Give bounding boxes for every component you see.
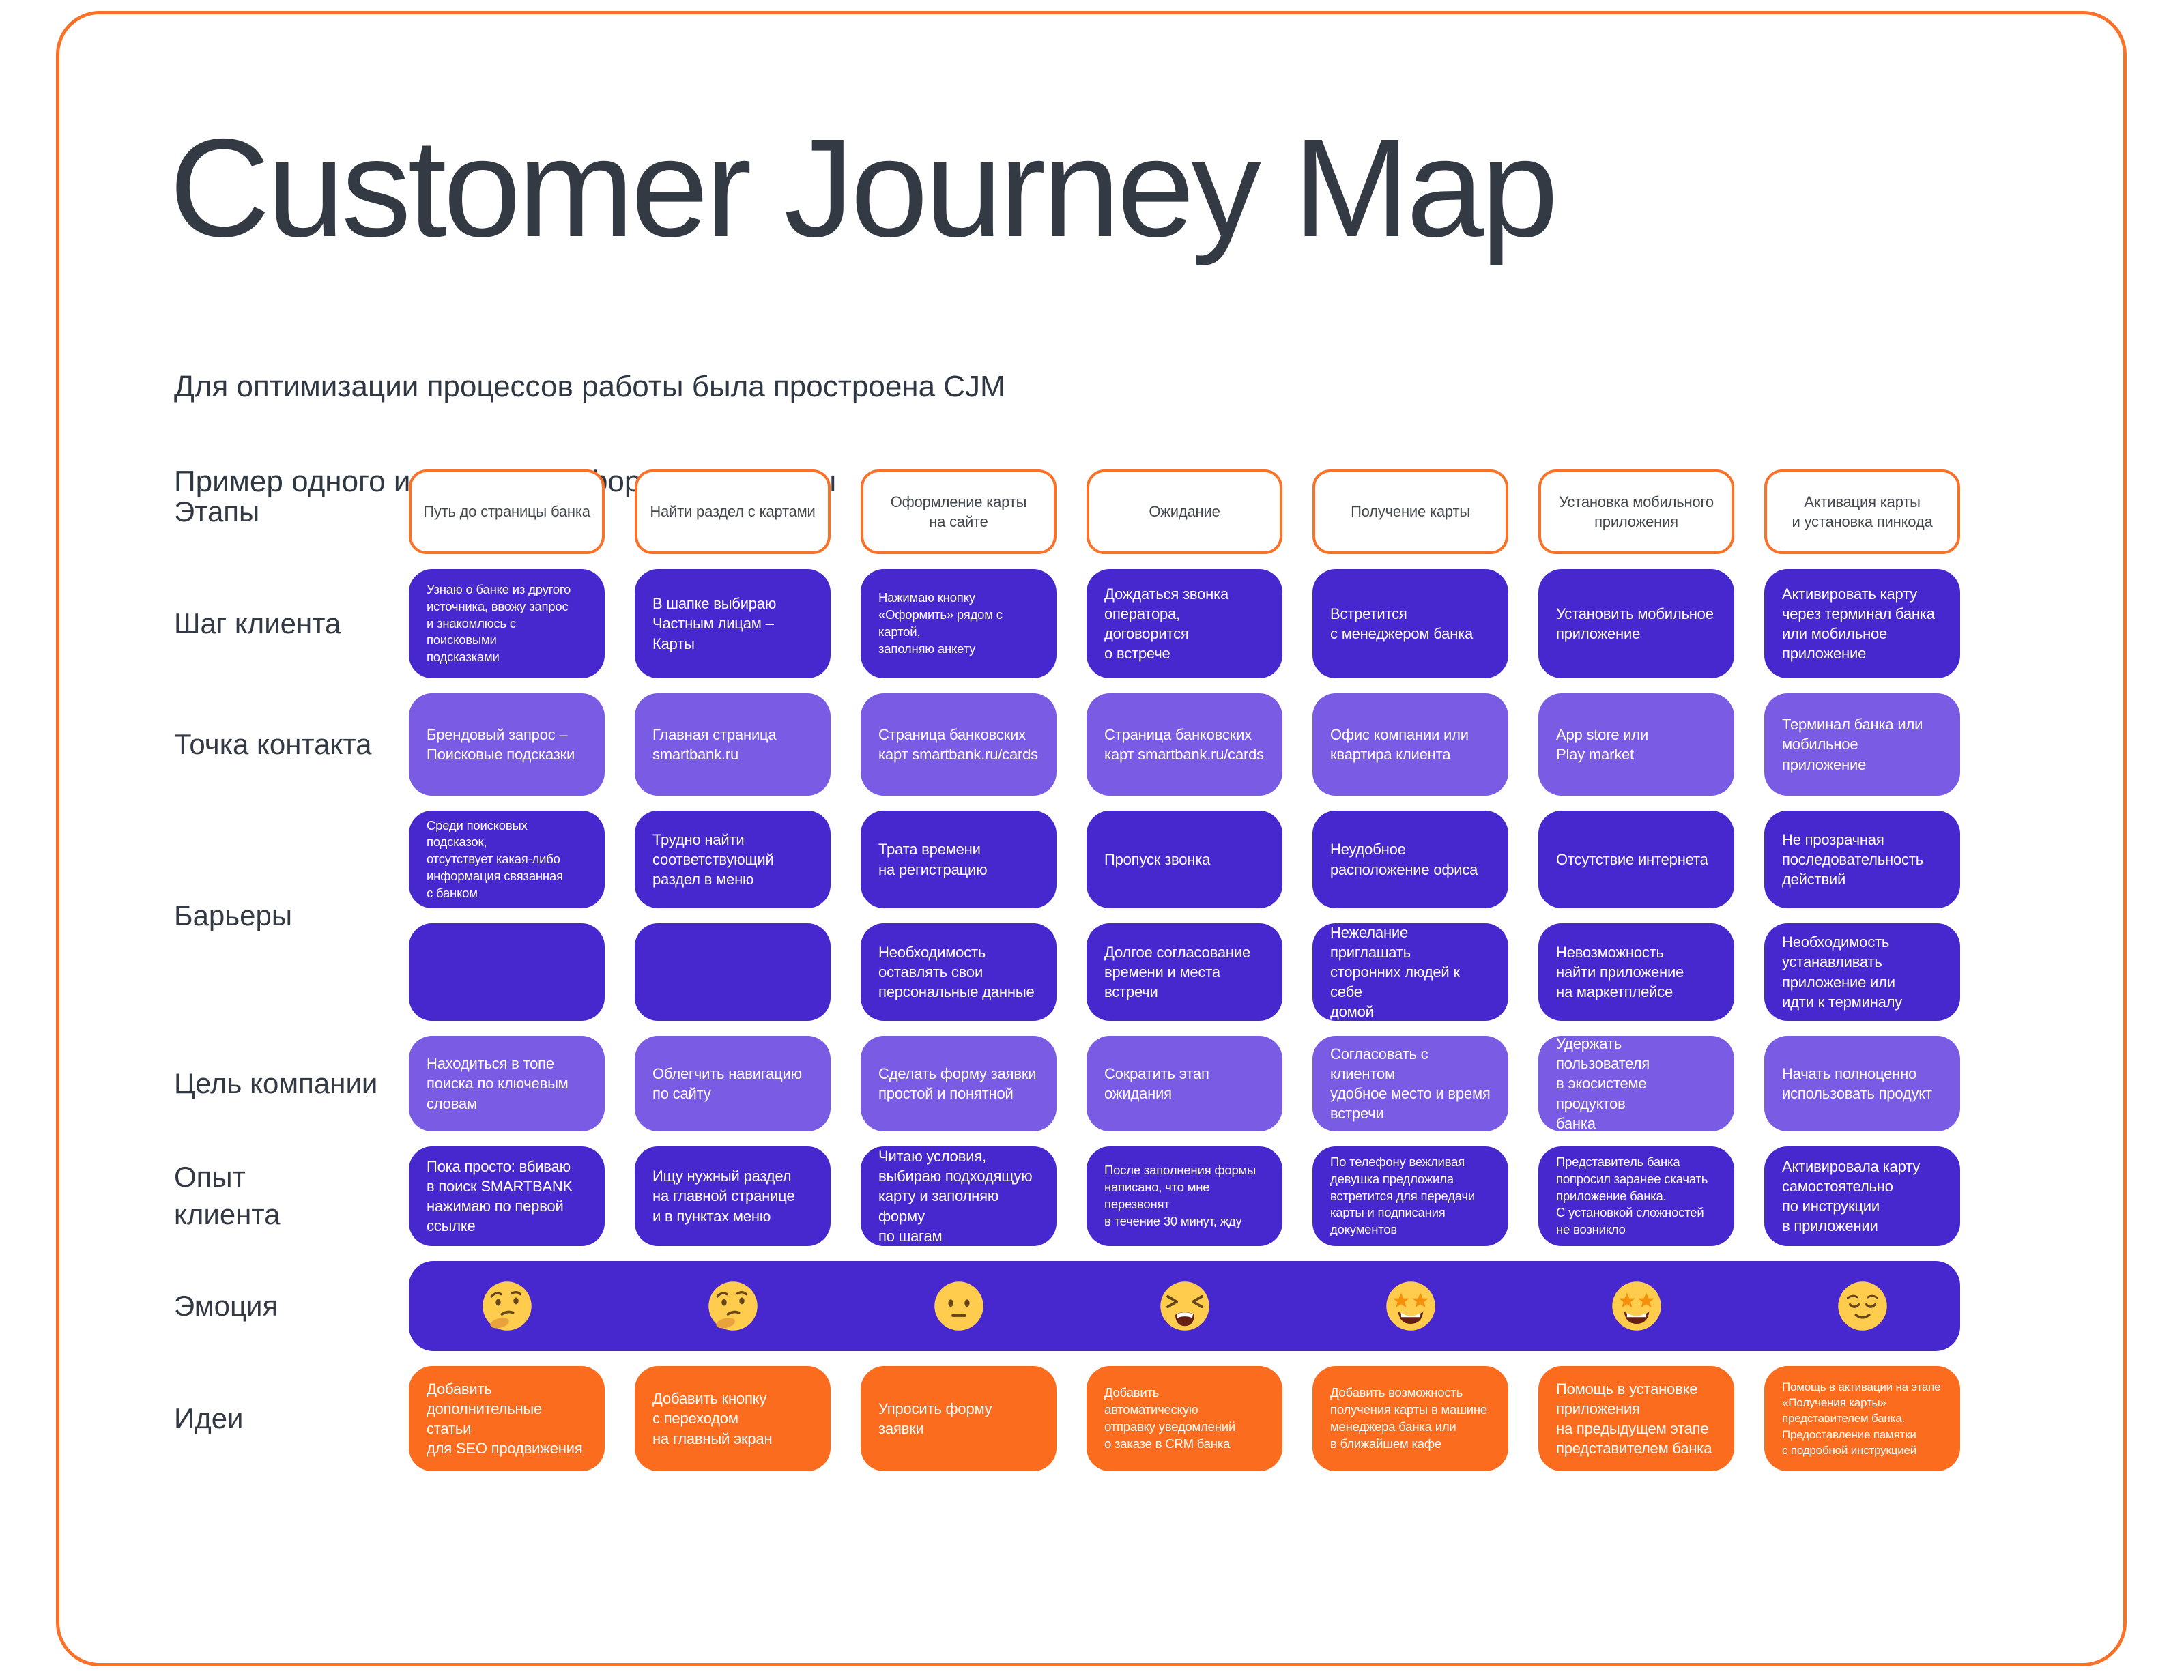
row-label-client-step: Шаг клиента xyxy=(174,607,341,639)
subtitle-line-1: Для оптимизации процессов работы была пр… xyxy=(174,369,1005,403)
idea-6: Помощь в установке приложения на предыду… xyxy=(1538,1366,1734,1471)
client-experience-7: Активировала карту самостоятельно по инс… xyxy=(1764,1146,1960,1246)
company-goal-1: Находиться в топе поиска по ключевым сло… xyxy=(409,1036,605,1131)
client-experience-5: По телефону вежливая девушка предложила … xyxy=(1312,1146,1508,1246)
company-goal-2: Облегчить навигацию по сайту xyxy=(635,1036,831,1131)
barrier-1-5: Неудобное расположение офиса xyxy=(1312,811,1508,908)
client-step-6: Установить мобильное приложение xyxy=(1538,569,1734,678)
stage-header-4: Ожидание xyxy=(1087,469,1282,554)
idea-3: Упросить форму заявки xyxy=(861,1366,1057,1471)
row-label-contact-point: Точка контакта xyxy=(174,727,372,760)
relieved-face-icon xyxy=(1836,1279,1889,1333)
idea-1: Добавить дополнительные статьи для SEO п… xyxy=(409,1366,605,1471)
stage-header-7: Активация карты и установка пинкода xyxy=(1764,469,1960,554)
star-struck-face-icon xyxy=(1610,1279,1663,1333)
contact-point-6: App store или Play market xyxy=(1538,693,1734,796)
idea-7: Помощь в активации на этапе «Получения к… xyxy=(1764,1366,1960,1471)
contact-point-1: Брендовый запрос – Поисковые подсказки xyxy=(409,693,605,796)
client-step-1: Узнаю о банке из другого источника, ввож… xyxy=(409,569,605,678)
contact-point-3: Страница банковских карт smartbank.ru/ca… xyxy=(861,693,1057,796)
client-step-7: Активировать карту через терминал банка … xyxy=(1764,569,1960,678)
contact-point-2: Главная страница smartbank.ru xyxy=(635,693,831,796)
barrier-2-5: Нежелание приглашать сторонних людей к с… xyxy=(1312,923,1508,1021)
barrier-1-1: Среди поисковых подсказок, отсутствует к… xyxy=(409,811,605,908)
contact-point-4: Страница банковских карт smartbank.ru/ca… xyxy=(1087,693,1282,796)
client-step-2: В шапке выбираю Частным лицам – Карты xyxy=(635,569,831,678)
client-experience-4: После заполнения формы написано, что мне… xyxy=(1087,1146,1282,1246)
barrier-2-4: Долгое согласование времени и места встр… xyxy=(1087,923,1282,1021)
barrier-2-3: Необходимость оставлять свои персональны… xyxy=(861,923,1057,1021)
company-goal-5: Согласовать с клиентом удобное место и в… xyxy=(1312,1036,1508,1131)
barrier-1-6: Отсутствие интернета xyxy=(1538,811,1734,908)
client-experience-3: Читаю условия, выбираю подходящую карту … xyxy=(861,1146,1057,1246)
client-step-4: Дождаться звонка оператора, договорится … xyxy=(1087,569,1282,678)
idea-2: Добавить кнопку с переходом на главный э… xyxy=(635,1366,831,1471)
star-struck-face-icon xyxy=(1384,1279,1437,1333)
client-experience-1: Пока просто: вбиваю в поиск SMARTBANK на… xyxy=(409,1146,605,1246)
row-label-company-goal: Цель компании xyxy=(174,1067,378,1099)
barrier-1-7: Не прозрачная последовательность действи… xyxy=(1764,811,1960,908)
thinking-face-icon xyxy=(706,1279,760,1333)
row-label-ideas: Идеи xyxy=(174,1402,244,1434)
company-goal-3: Сделать форму заявки простой и понятной xyxy=(861,1036,1057,1131)
cjm-grid: Этапы Шаг клиента Точка контакта Барьеры… xyxy=(174,469,1960,1471)
contact-point-5: Офис компании или квартира клиента xyxy=(1312,693,1508,796)
tired-face-icon xyxy=(1158,1279,1211,1333)
barrier-1-3: Трата времени на регистрацию xyxy=(861,811,1057,908)
stage-header-1: Путь до страницы банка xyxy=(409,469,605,554)
row-label-barriers: Барьеры xyxy=(174,899,293,931)
stage-header-2: Найти раздел с картами xyxy=(635,469,831,554)
barrier-2-2 xyxy=(635,923,831,1021)
thinking-face-icon xyxy=(480,1279,534,1333)
stage-header-5: Получение карты xyxy=(1312,469,1508,554)
stage-header-6: Установка мобильного приложения xyxy=(1538,469,1734,554)
neutral-face-icon xyxy=(932,1279,986,1333)
row-label-stages: Этапы xyxy=(174,495,260,527)
barrier-2-7: Необходимость устанавливать приложение и… xyxy=(1764,923,1960,1021)
client-step-3: Нажимаю кнопку «Оформить» рядом с картой… xyxy=(861,569,1057,678)
client-experience-2: Ищу нужный раздел на главной странице и … xyxy=(635,1146,831,1246)
barrier-2-6: Невозможность найти приложение на маркет… xyxy=(1538,923,1734,1021)
idea-4: Добавить автоматическую отправку уведомл… xyxy=(1087,1366,1282,1471)
stage-header-3: Оформление карты на сайте xyxy=(861,469,1057,554)
page-title: Customer Journey Map xyxy=(169,110,1559,266)
barrier-2-1 xyxy=(409,923,605,1021)
company-goal-6: Удержать пользователя в экосистеме проду… xyxy=(1538,1036,1734,1131)
company-goal-7: Начать полноценно использовать продукт xyxy=(1764,1036,1960,1131)
barrier-1-2: Трудно найти соответствующий раздел в ме… xyxy=(635,811,831,908)
contact-point-7: Терминал банка или мобильное приложение xyxy=(1764,693,1960,796)
barrier-1-4: Пропуск звонка xyxy=(1087,811,1282,908)
row-label-emotion: Эмоция xyxy=(174,1289,278,1322)
company-goal-4: Сократить этап ожидания xyxy=(1087,1036,1282,1131)
client-experience-6: Представитель банка попросил заранее ска… xyxy=(1538,1146,1734,1246)
idea-5: Добавить возможность получения карты в м… xyxy=(1312,1366,1508,1471)
row-label-client-experience: Опыт клиента xyxy=(174,1161,281,1230)
client-step-5: Встретится с менеджером банка xyxy=(1312,569,1508,678)
emotion-bar xyxy=(409,1261,1960,1351)
